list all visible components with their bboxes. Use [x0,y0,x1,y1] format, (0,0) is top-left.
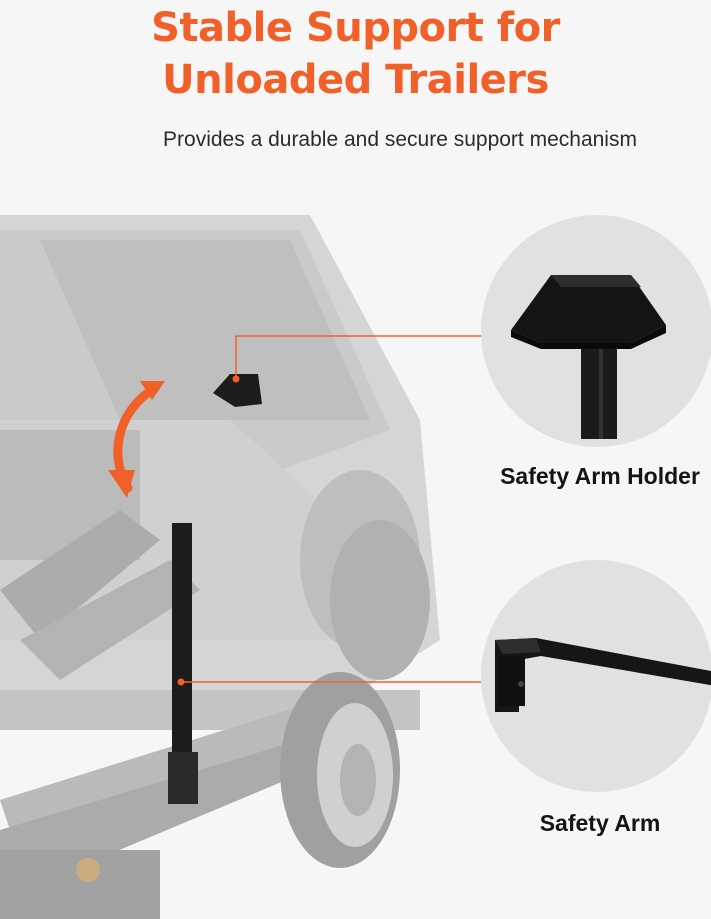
arm-on-trailer [172,523,192,759]
subtitle: Provides a durable and secure support me… [163,128,637,151]
safety-arm-detail [481,560,711,792]
leader-line-holder [235,335,484,379]
title-line-2: Unloaded Trailers [162,57,549,103]
caption-safety-arm-holder: Safety Arm Holder [500,463,700,489]
safety-arm-image [495,638,711,712]
safety-arm-holder-detail [481,215,711,447]
holder-on-trailer [213,374,262,407]
safety-arm-holder-image [511,275,666,439]
title-line-1: Stable Support for [151,5,560,51]
page-title: Stable Support for Unloaded Trailers [0,2,711,106]
caption-safety-arm: Safety Arm [539,810,661,836]
trailer-illustration [0,215,440,919]
